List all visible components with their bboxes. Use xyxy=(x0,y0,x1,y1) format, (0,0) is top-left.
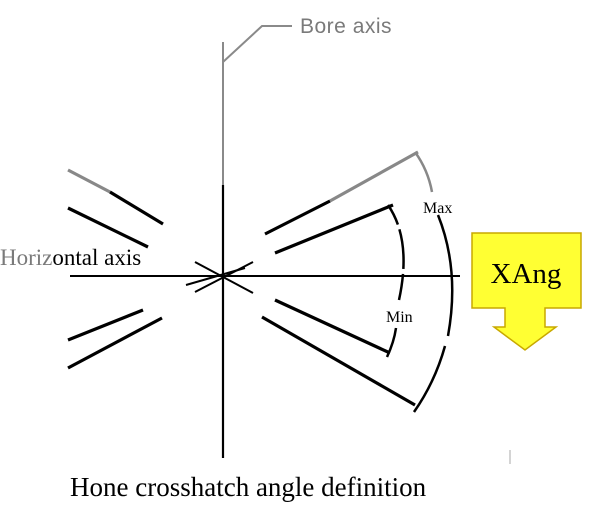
horizontal-axis-label-prefix: Horiz xyxy=(0,245,52,270)
left-hatch-line-lower xyxy=(67,308,144,342)
max-angle-arc-upper xyxy=(436,214,454,337)
right-hatch-max-upper-black xyxy=(264,199,331,236)
xang-callout-arrow xyxy=(471,232,582,351)
right-hatch-max-lower xyxy=(261,315,416,407)
max-angle-arc-top-gray xyxy=(413,151,434,193)
left-hatch-line-bottom xyxy=(67,316,163,370)
left-hatch-line-top-gray xyxy=(67,168,111,194)
bore-axis-leader xyxy=(222,25,292,63)
right-hatch-max-upper-gray xyxy=(329,150,419,203)
bore-axis-label: Bore axis xyxy=(300,15,392,38)
right-hatch-min-upper xyxy=(274,203,394,255)
right-hatch-min-lower xyxy=(274,298,391,355)
horizontal-axis-label-suffix: ontal axis xyxy=(52,245,141,270)
horizontal-axis-label: Horizontal axis xyxy=(0,245,141,270)
diagram-caption: Hone crosshatch angle definition xyxy=(70,472,427,502)
max-angle-arc-lower xyxy=(412,345,447,413)
min-angle-arc-upper xyxy=(386,204,405,301)
left-hatch-line-top xyxy=(109,190,164,226)
center-hatch-line-3 xyxy=(185,267,246,286)
min-label: Min xyxy=(386,309,413,326)
max-label: Max xyxy=(423,200,452,217)
xang-label: XAng xyxy=(491,258,562,290)
left-hatch-line-upper xyxy=(67,206,149,249)
center-hatch-line-2 xyxy=(194,261,254,293)
min-angle-arc-lower xyxy=(385,327,398,358)
